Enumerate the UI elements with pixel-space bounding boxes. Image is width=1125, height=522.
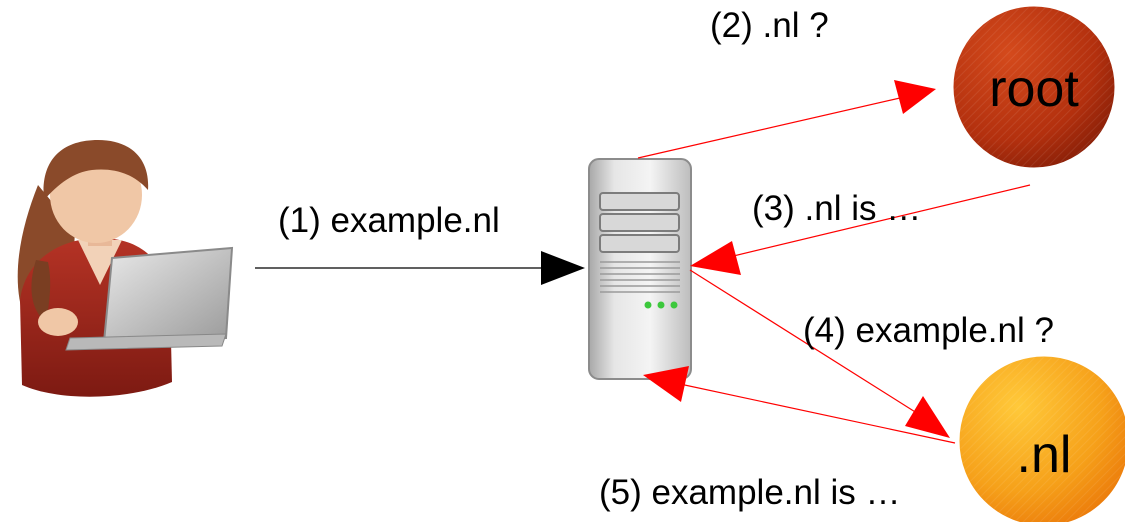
laptop-icon bbox=[65, 246, 234, 351]
server-icon bbox=[588, 158, 692, 380]
step-4-label: (4) example.nl ? bbox=[803, 311, 1054, 350]
arrow-step-2 bbox=[637, 80, 936, 159]
step-5-label: (5) example.nl is … bbox=[599, 473, 900, 512]
step-2-label: (2) .nl ? bbox=[710, 6, 829, 45]
arrow-step-1 bbox=[255, 251, 585, 285]
arrow-step-4 bbox=[689, 269, 950, 438]
step-1-label: (1) example.nl bbox=[278, 201, 500, 240]
root-node-label: root bbox=[989, 60, 1079, 118]
arrow-step-3 bbox=[690, 184, 1031, 275]
arrow-step-5 bbox=[643, 366, 956, 444]
root-server-node: root bbox=[950, 3, 1118, 171]
nl-node-label: .nl bbox=[1017, 426, 1072, 484]
step-3-label: (3) .nl is … bbox=[752, 189, 921, 228]
nl-server-node: .nl bbox=[956, 353, 1125, 522]
server-status-lights bbox=[644, 301, 678, 309]
